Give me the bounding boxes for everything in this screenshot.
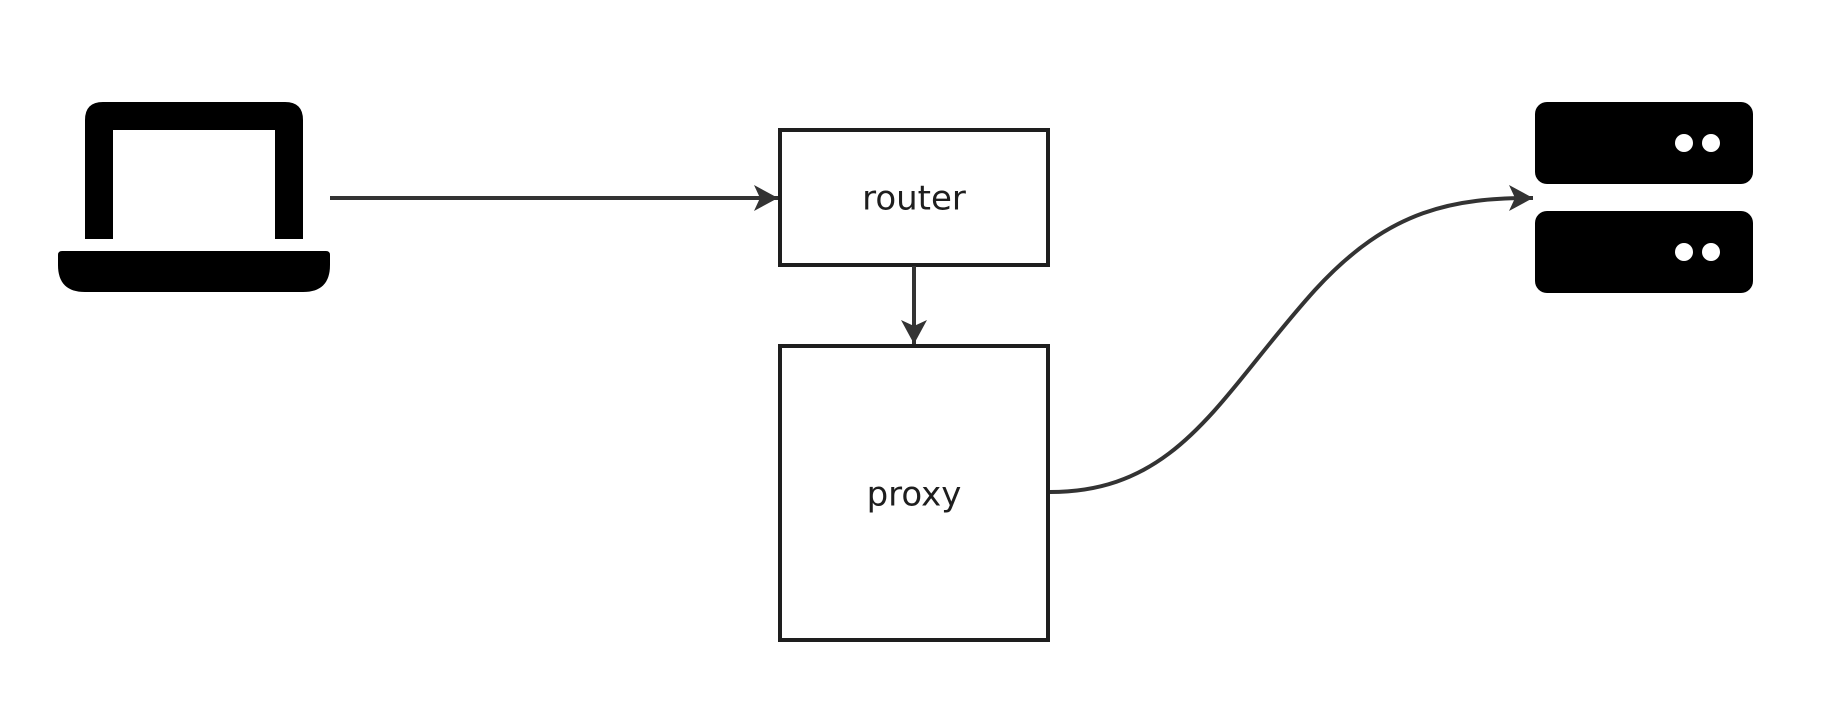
laptop-icon [58, 102, 330, 292]
server-led [1675, 134, 1693, 152]
server-stack-icon [1535, 102, 1753, 293]
edge-proxy-to-backend [1049, 185, 1534, 494]
server-led [1675, 243, 1693, 261]
router-label: router [862, 179, 966, 219]
router-box [778, 128, 1050, 267]
router-node[interactable]: router [778, 128, 1050, 267]
server-unit-bottom [1535, 211, 1753, 293]
server-unit-top [1535, 102, 1753, 184]
proxy-label: proxy [867, 475, 962, 515]
proxy-node[interactable]: proxy [778, 344, 1050, 642]
server-led [1702, 134, 1720, 152]
proxy-box [778, 344, 1050, 642]
server-led [1702, 243, 1720, 261]
